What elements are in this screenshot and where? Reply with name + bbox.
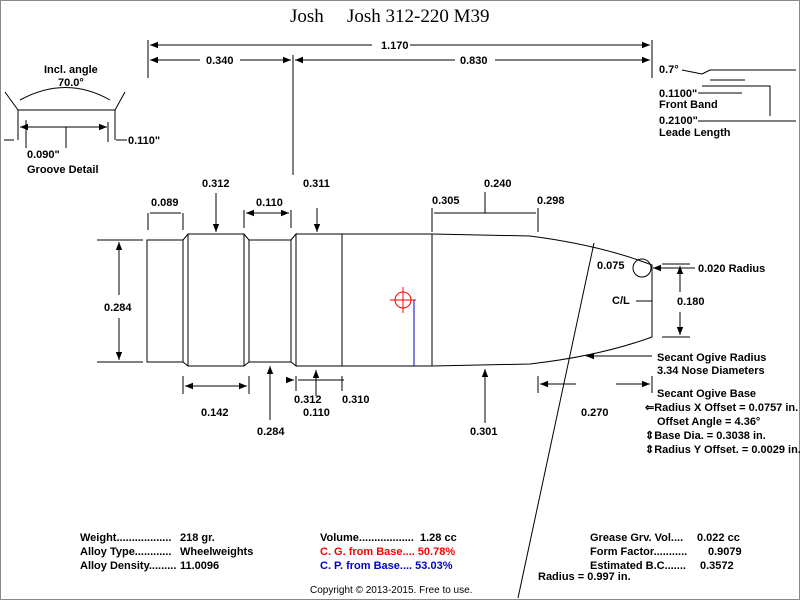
secant-radius-y: ⇕Radius Y Offset. = 0.0029 in. xyxy=(645,444,800,456)
secant-base-dia: ⇕Base Dia. = 0.3038 in. xyxy=(645,430,766,442)
dim-body-dia: 0.301 xyxy=(470,426,498,438)
groove-incl-label: Incl. angle xyxy=(44,64,98,76)
volume-value: 1.28 cc xyxy=(420,532,457,544)
secant-radius-label: Secant Ogive Radius xyxy=(657,352,766,364)
dim-shank: 0.340 xyxy=(206,55,234,67)
bc-value: 0.3572 xyxy=(700,560,734,572)
cg-marker xyxy=(390,287,416,313)
groove-depth: 0.110" xyxy=(128,135,160,147)
front-band-detail xyxy=(681,69,796,122)
form-value: 0.9079 xyxy=(708,546,742,558)
grease-label: Grease Grv. Vol.... xyxy=(590,532,683,544)
title-left: Josh xyxy=(290,6,324,27)
lower-dimension-lines xyxy=(182,352,653,423)
dim-groove-dia: 0.284 xyxy=(257,426,285,438)
secant-offset-angle: Offset Angle = 4.36° xyxy=(657,416,760,428)
title-right: Josh 312-220 M39 xyxy=(347,6,490,27)
groove-segment xyxy=(248,239,292,363)
weight-label: Weight.................. xyxy=(80,532,171,544)
dim-ogive-end: 0.298 xyxy=(537,195,565,207)
tip-radius-circle xyxy=(632,258,652,278)
band1-top xyxy=(182,233,250,241)
top-dimensions xyxy=(147,40,653,175)
dim-drive-len: 0.142 xyxy=(201,407,229,419)
copyright: Copyright © 2013-2015. Free to use. xyxy=(310,585,472,596)
groove-caption: Groove Detail xyxy=(27,164,99,176)
volume-label: Volume.................. xyxy=(320,532,414,544)
band1-bottom xyxy=(182,361,250,367)
base-segment xyxy=(146,239,184,363)
alloy-value: Wheelweights xyxy=(180,546,253,558)
dim-meplat-width: 0.180 xyxy=(677,296,705,308)
secant-radius: Radius = 0.997 in. xyxy=(538,571,631,583)
density-label: Alloy Density......... xyxy=(80,560,176,572)
dim-groove-len: 0.110 xyxy=(256,197,283,209)
groove-detail xyxy=(4,87,127,148)
alloy-label: Alloy Type............ xyxy=(80,546,171,558)
secant-radius-line xyxy=(517,242,595,599)
dim-overall: 1.170 xyxy=(381,40,409,52)
form-label: Form Factor........... xyxy=(590,546,687,558)
body-lines xyxy=(296,233,432,367)
secant-nose-diam: 3.34 Nose Diameters xyxy=(657,365,765,377)
meplat-lines xyxy=(636,263,695,338)
leade-length: 0.2100" xyxy=(659,115,698,127)
bullet-profile xyxy=(146,232,653,368)
front-band-angle: 0.7° xyxy=(659,64,679,76)
groove-width: 0.090" xyxy=(27,149,60,161)
cp-text: C. P. from Base.... 53.03% xyxy=(320,560,453,572)
front-band-length: 0.1100" xyxy=(659,88,697,100)
dim-band2-len: 0.110 xyxy=(303,407,330,419)
dim-band2-dia: 0.312 xyxy=(294,394,322,406)
dim-band2-dia2: 0.310 xyxy=(342,394,370,406)
base-dia-lines xyxy=(97,239,143,363)
band2-left xyxy=(290,232,297,368)
dim-nose-len: 0.270 xyxy=(581,407,609,419)
weight-value: 218 gr. xyxy=(180,532,215,544)
secant-radius-x: ⇐Radius X Offset = 0.0757 in. xyxy=(645,402,798,414)
grease-value: 0.022 cc xyxy=(697,532,740,544)
dim-tip-radius: 0.020 Radius xyxy=(698,263,765,275)
dim-band1-dia: 0.312 xyxy=(202,178,230,190)
dim-ogive-start: 0.305 xyxy=(432,195,460,207)
groove-incl-value: 70.0° xyxy=(58,77,84,89)
dim-base-dia: 0.284 xyxy=(104,302,132,314)
dim-ogive-len: 0.240 xyxy=(484,178,512,190)
dim-band3-dia: 0.311 xyxy=(303,178,330,190)
front-band-label: Front Band xyxy=(659,99,718,111)
band1-edges xyxy=(187,234,245,366)
centerline-label: C/L xyxy=(612,295,630,307)
secant-base-label: Secant Ogive Base xyxy=(657,388,756,400)
cg-text: C. G. from Base.... 50.78% xyxy=(320,546,455,558)
dim-nose: 0.830 xyxy=(460,55,488,67)
density-value: 11.0096 xyxy=(180,560,219,572)
dim-band1-len: 0.089 xyxy=(151,197,179,209)
bc-label: Estimated B.C....... xyxy=(590,560,686,572)
leade-label: Leade Length xyxy=(659,127,731,139)
upper-dimension-lines xyxy=(147,192,539,232)
dim-meplat: 0.075 xyxy=(597,260,625,272)
